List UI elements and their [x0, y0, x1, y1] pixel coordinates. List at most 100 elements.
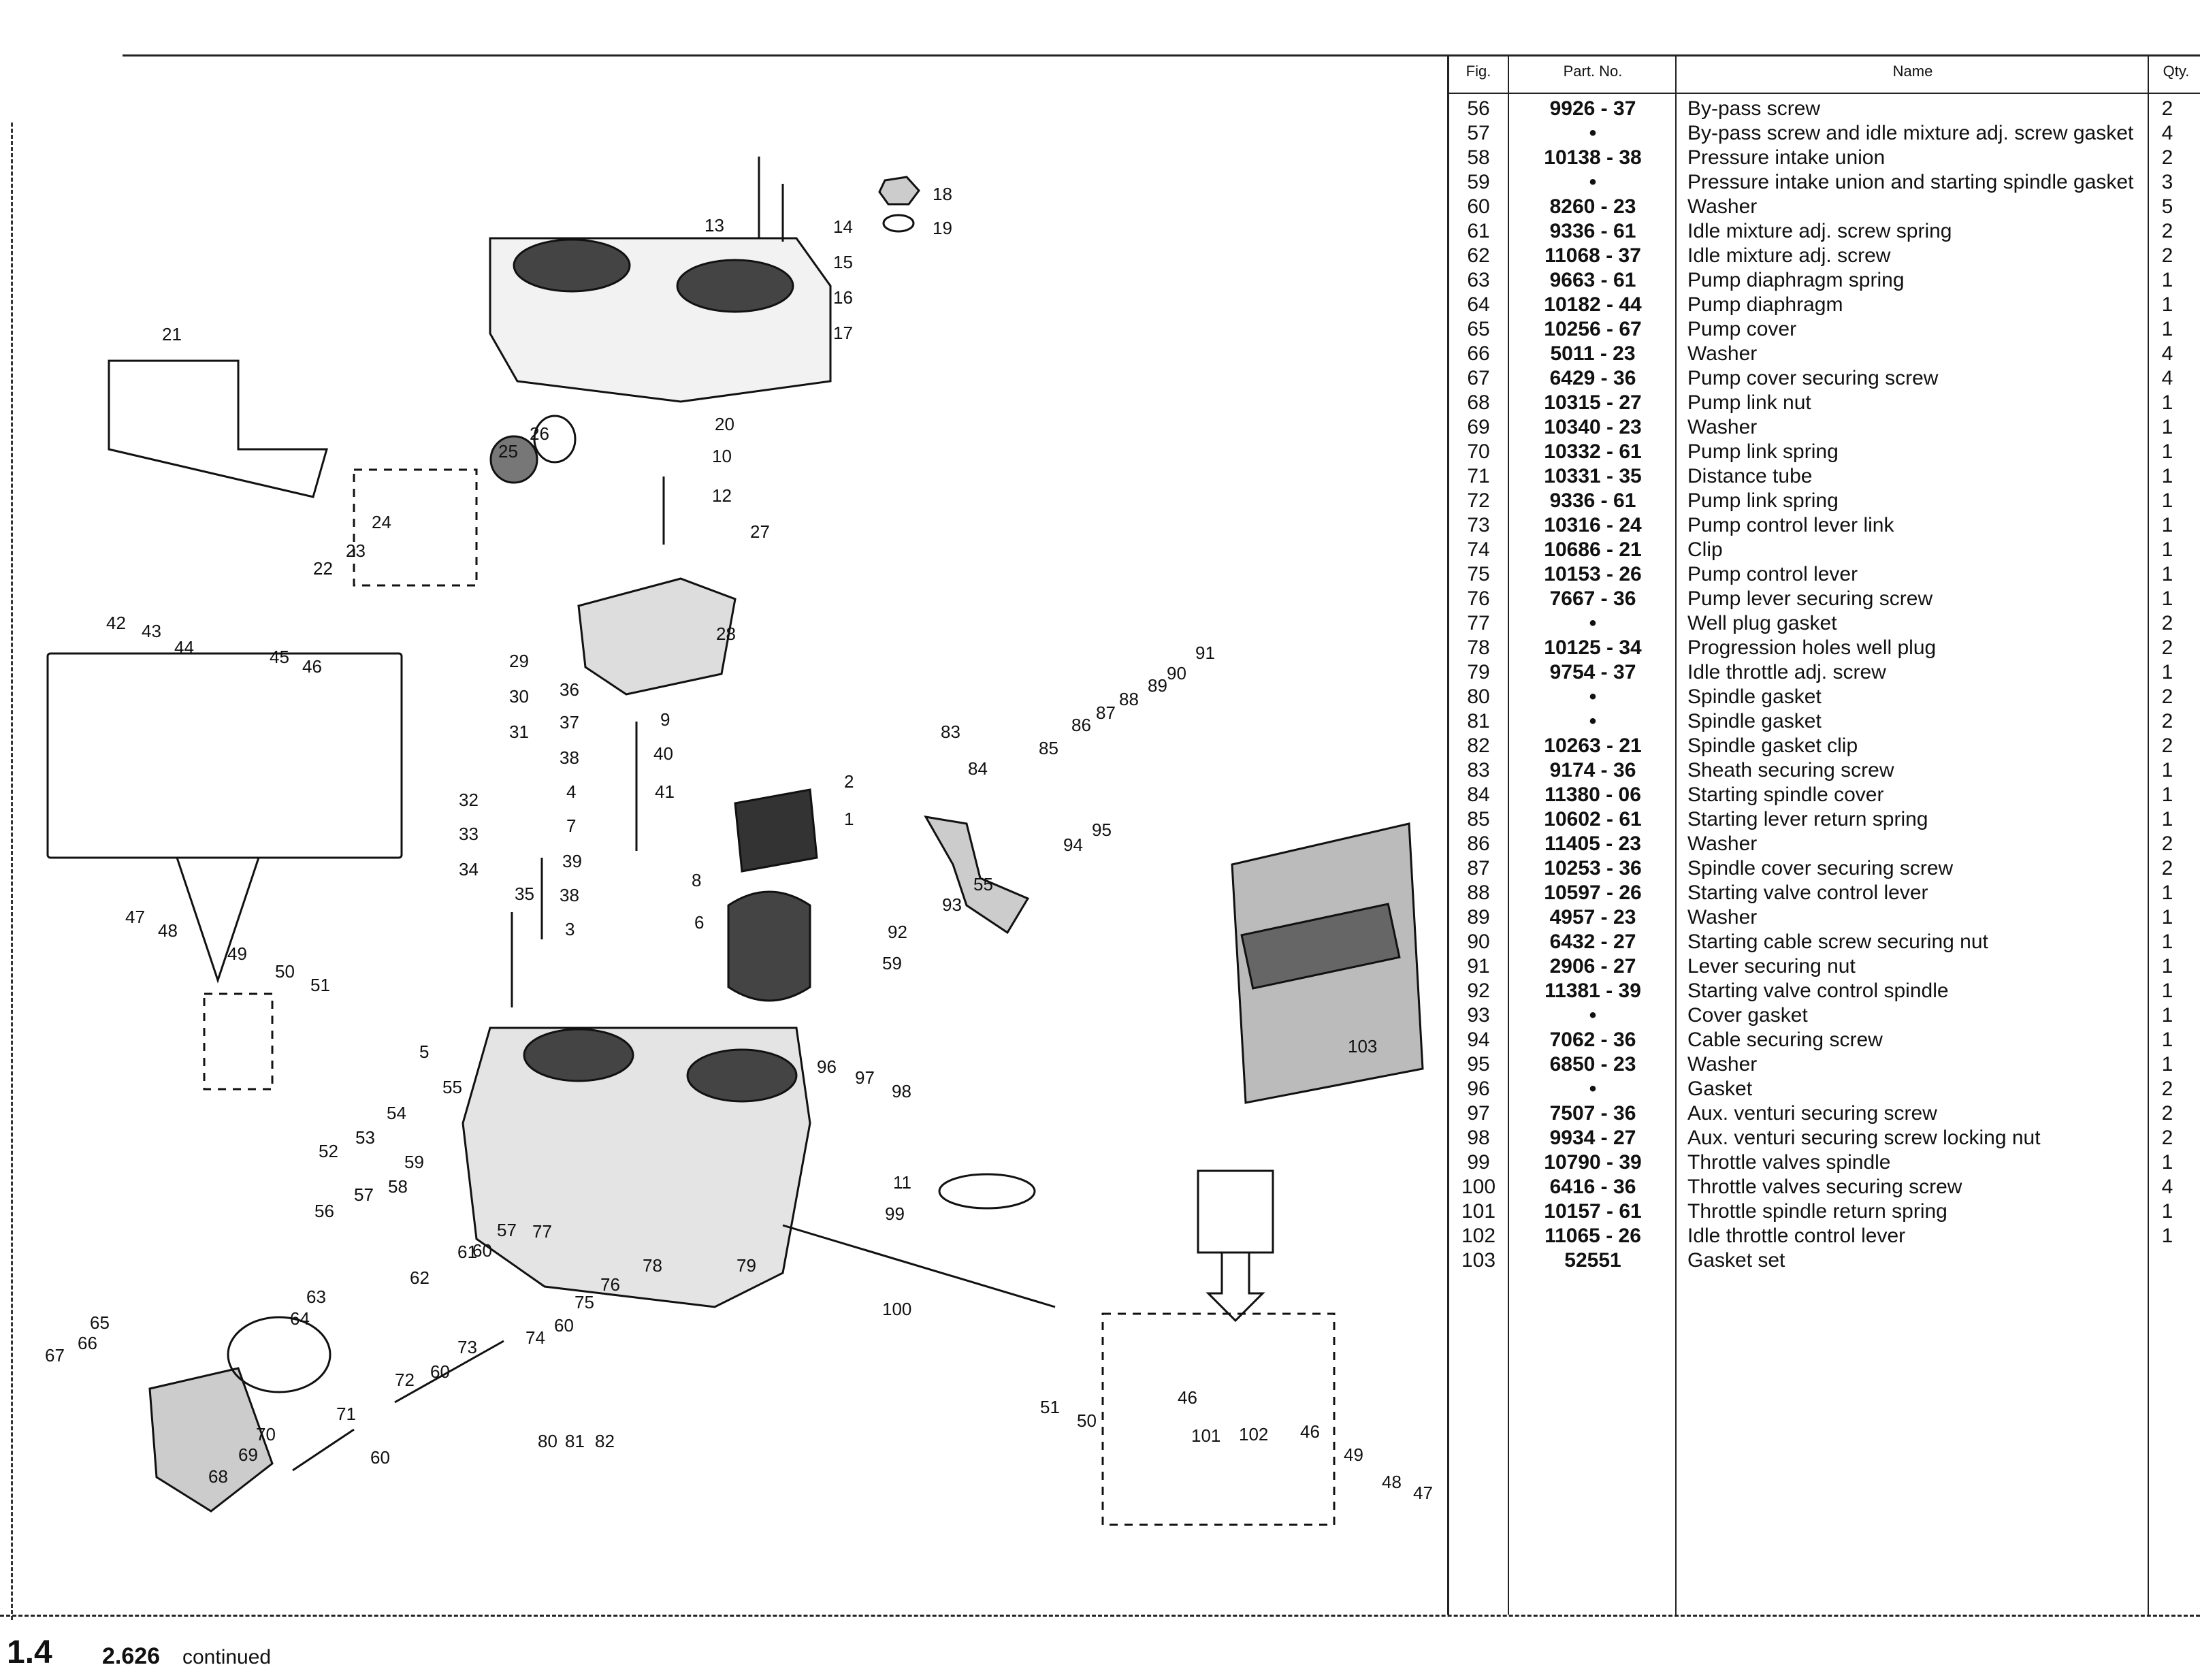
cover-bore-left — [513, 238, 631, 293]
row-fig: 97 — [1467, 1102, 1490, 1125]
row-qty: 1 — [2161, 587, 2173, 610]
row-part-no: 7507 - 36 — [1549, 1102, 1636, 1125]
callout-label: 78 — [643, 1255, 662, 1276]
row-qty: 1 — [2161, 784, 2173, 806]
row-fig: 62 — [1467, 244, 1490, 267]
row-name: Washer — [1687, 416, 1758, 438]
row-fig: 58 — [1467, 146, 1490, 169]
callout-label: 58 — [388, 1176, 408, 1197]
callout-label: 103 — [1348, 1036, 1378, 1056]
callout-label: 54 — [387, 1103, 406, 1123]
callout-label: 62 — [410, 1267, 430, 1288]
row-name: Clip — [1687, 538, 1723, 561]
callout-label: 60 — [430, 1361, 450, 1382]
row-name: Cable securing screw — [1687, 1029, 1883, 1051]
row-part-no: • — [1589, 122, 1597, 144]
row-part-no: 10182 - 44 — [1544, 293, 1642, 316]
row-name: Spindle gasket — [1687, 685, 1822, 708]
row-qty: 2 — [2161, 833, 2173, 855]
table-row: 59•Pressure intake union and starting sp… — [1449, 170, 2200, 195]
row-name: Washer — [1687, 342, 1758, 365]
callout-label: 35 — [515, 884, 534, 904]
row-qty: 1 — [2161, 661, 2173, 683]
row-part-no: 10125 - 34 — [1544, 636, 1642, 659]
callout-label: 92 — [888, 922, 907, 942]
row-part-no: 10157 - 61 — [1544, 1200, 1642, 1223]
row-fig: 91 — [1467, 955, 1490, 978]
callout-label: 25 — [498, 441, 518, 462]
row-name: Spindle gasket — [1687, 710, 1822, 732]
continued-label: continued — [182, 1646, 272, 1668]
row-part-no: 4957 - 23 — [1549, 906, 1636, 928]
callout-label: 79 — [737, 1255, 756, 1276]
row-name: By-pass screw — [1687, 97, 1821, 120]
callout-label: 36 — [560, 679, 579, 700]
callout-label: 57 — [354, 1184, 374, 1205]
callout-label: 13 — [705, 215, 724, 236]
callout-label: 53 — [355, 1127, 375, 1148]
row-name: Pump lever securing screw — [1687, 587, 1933, 610]
table-row: 57•By-pass screw and idle mixture adj. s… — [1449, 121, 2200, 146]
row-part-no: 10256 - 67 — [1544, 318, 1642, 340]
row-part-no: 11405 - 23 — [1544, 833, 1641, 855]
callout-label: 18 — [933, 184, 952, 204]
row-part-no: 7062 - 36 — [1549, 1029, 1636, 1051]
row-qty: 2 — [2161, 97, 2173, 120]
column-separator — [2148, 54, 2149, 1615]
row-qty: 3 — [2161, 171, 2173, 193]
callout-label: 93 — [942, 894, 962, 915]
row-name: Pump diaphragm — [1687, 293, 1843, 316]
callout-label: 51 — [1040, 1397, 1060, 1417]
row-name: Starting spindle cover — [1687, 784, 1884, 806]
callout-label: 60 — [554, 1315, 574, 1336]
callout-label: 76 — [600, 1274, 620, 1295]
callout-label: 23 — [346, 540, 366, 561]
callout-label: 68 — [208, 1466, 228, 1487]
callout-label: 4 — [566, 781, 577, 802]
row-fig: 90 — [1467, 931, 1490, 953]
cover-bore-right — [676, 259, 794, 313]
row-name: Gasket — [1687, 1078, 1753, 1100]
callout-label: 20 — [715, 414, 734, 434]
row-part-no: 2906 - 27 — [1549, 955, 1636, 978]
row-fig: 86 — [1467, 833, 1490, 855]
callout-label: 39 — [562, 851, 582, 871]
row-name: Distance tube — [1687, 465, 1813, 487]
callout-label: 101 — [1191, 1425, 1221, 1446]
callout-label: 24 — [372, 512, 391, 532]
row-part-no: 11380 - 06 — [1544, 784, 1641, 806]
row-name: Spindle gasket clip — [1687, 734, 1858, 757]
row-fig: 67 — [1467, 367, 1490, 389]
row-part-no: 10602 - 61 — [1544, 808, 1642, 830]
row-name: Starting valve control spindle — [1687, 980, 1949, 1002]
column-separator — [1508, 54, 1509, 1615]
row-name: Idle mixture adj. screw spring — [1687, 220, 1952, 242]
callout-label: 44 — [174, 637, 194, 658]
callout-label: 67 — [45, 1345, 65, 1366]
row-fig: 56 — [1467, 97, 1490, 120]
row-fig: 98 — [1467, 1127, 1490, 1149]
row-name: Washer — [1687, 1053, 1758, 1076]
callout-label: 77 — [532, 1221, 552, 1242]
callout-label: 63 — [306, 1287, 326, 1307]
row-part-no: • — [1589, 171, 1597, 193]
row-fig: 76 — [1467, 587, 1490, 610]
row-qty: 2 — [2161, 244, 2173, 267]
row-part-no: 9926 - 37 — [1549, 97, 1636, 120]
callout-label: 87 — [1096, 702, 1116, 723]
row-part-no: 9934 - 27 — [1549, 1127, 1636, 1149]
row-name: Pump cover — [1687, 318, 1797, 340]
